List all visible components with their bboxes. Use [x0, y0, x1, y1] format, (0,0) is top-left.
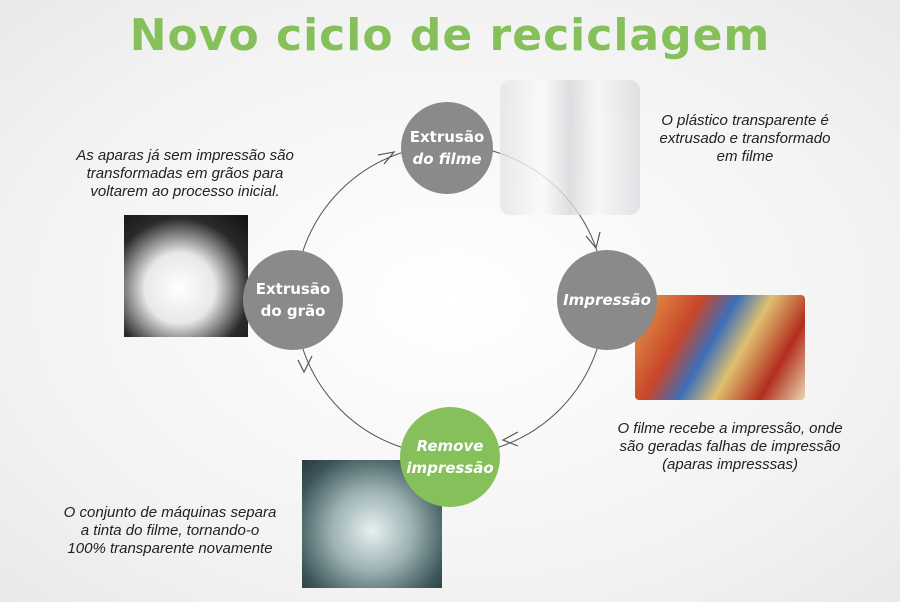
- node-printing: Impressão: [557, 250, 657, 350]
- description-film: O plástico transparente é extrusado e tr…: [640, 112, 850, 166]
- desc-line: As aparas já sem impressão são: [76, 147, 294, 164]
- arrow-head-to-film: [377, 151, 396, 165]
- desc-line: transformadas em grãos para: [86, 165, 284, 182]
- desc-line: (aparas impresssas): [662, 456, 798, 473]
- node-label: Remove: [416, 437, 484, 455]
- node-remove-printing: Remove impressão: [400, 407, 500, 507]
- node-label: do filme: [412, 150, 482, 168]
- page-title: Novo ciclo de reciclagem: [129, 10, 771, 61]
- node-label: Extrusão: [255, 280, 331, 298]
- arrow-head-to-remove: [501, 431, 519, 447]
- plastic-pellets-image: [124, 215, 248, 337]
- desc-line: O plástico transparente é: [661, 112, 829, 129]
- desc-line: 100% transparente novamente: [67, 540, 273, 557]
- node-label: Extrusão: [409, 128, 485, 146]
- desc-line: a tinta do filme, tornando-o: [80, 522, 260, 539]
- desc-line: são geradas falhas de impressão: [619, 438, 841, 455]
- desc-line: em filme: [716, 148, 774, 165]
- node-label: Impressão: [563, 291, 651, 309]
- desc-line: voltarem ao processo inicial.: [90, 183, 280, 200]
- desc-line: extrusado e transformado: [659, 130, 831, 147]
- arrow-head-to-printing: [585, 231, 601, 250]
- desc-line: O filme recebe a impressão, onde: [617, 420, 843, 437]
- node-film-extrusion: Extrusão do filme: [401, 102, 493, 194]
- node-grain-extrusion: Extrusão do grão: [243, 250, 343, 350]
- film-rolls-image: [500, 80, 640, 215]
- node-label: do grão: [260, 302, 326, 320]
- description-remove: O conjunto de máquinas separa a tinta do…: [40, 504, 300, 558]
- node-label: impressão: [406, 459, 494, 477]
- desc-line: O conjunto de máquinas separa: [63, 504, 277, 521]
- description-printing: O filme recebe a impressão, onde são ger…: [580, 420, 880, 474]
- printed-packages-image: [635, 295, 805, 400]
- arrow-head-to-grain: [297, 355, 313, 374]
- description-grain: As aparas já sem impressão são transform…: [50, 147, 320, 201]
